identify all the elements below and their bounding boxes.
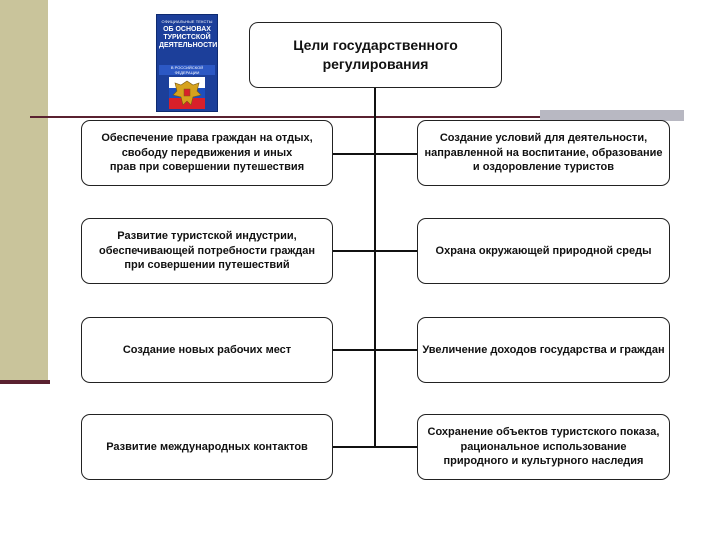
trunk-connector (374, 88, 376, 448)
connector-left-1 (333, 153, 375, 155)
law-book-cover: ОФИЦИАЛЬНЫЕ ТЕКСТЫ ОБ ОСНОВАХ ТУРИСТСКОЙ… (156, 14, 218, 112)
right-decor-strip (540, 110, 684, 121)
side-decor-underline (0, 380, 50, 384)
book-series-label: ОФИЦИАЛЬНЫЕ ТЕКСТЫ (161, 19, 213, 24)
book-subtitle: В РОССИЙСКОЙ ФЕДЕРАЦИИ (159, 65, 215, 75)
connector-left-4 (333, 446, 375, 448)
connector-right-3 (375, 349, 417, 351)
goal-box-right-1: Создание условий для деятельности, напра… (417, 120, 670, 186)
connector-right-2 (375, 250, 417, 252)
goal-box-left-3: Создание новых рабочих мест (81, 317, 333, 383)
connector-right-4 (375, 446, 417, 448)
header-rule (30, 116, 684, 118)
root-goal-box: Цели государственного регулирования (249, 22, 502, 88)
goal-box-right-4: Сохранение объектов туристского показа, … (417, 414, 670, 480)
connector-right-1 (375, 153, 417, 155)
connector-left-2 (333, 250, 375, 252)
goal-box-right-2: Охрана окружающей природной среды (417, 218, 670, 284)
side-decor-band (0, 0, 48, 383)
goal-box-left-4: Развитие международных контактов (81, 414, 333, 480)
goal-box-right-3: Увеличение доходов государства и граждан (417, 317, 670, 383)
connector-left-3 (333, 349, 375, 351)
book-title: ОБ ОСНОВАХ ТУРИСТСКОЙ ДЕЯТЕЛЬНОСТИ (159, 26, 218, 49)
goal-box-left-1: Обеспечение права граждан на отдых, своб… (81, 120, 333, 186)
goal-box-left-2: Развитие туристской индустрии, обеспечив… (81, 218, 333, 284)
coat-of-arms-icon (169, 77, 205, 109)
